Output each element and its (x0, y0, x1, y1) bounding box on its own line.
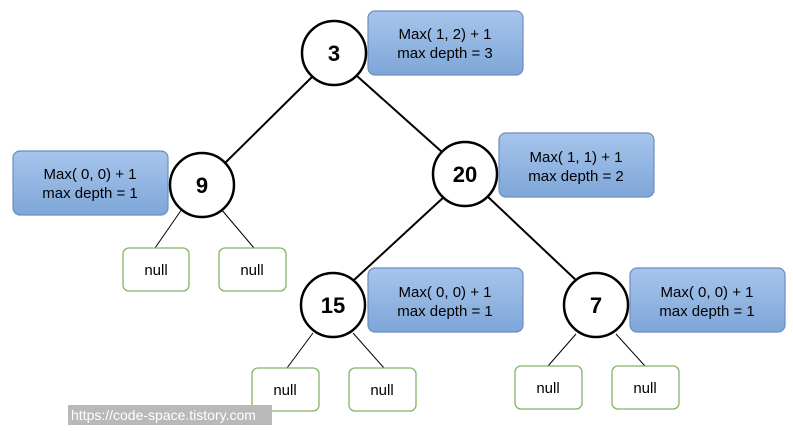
note-box (12, 150, 169, 216)
depth-note-node-7: Max( 0, 0) + 1 max depth = 1 (629, 267, 786, 333)
note-depth: max depth = 1 (659, 303, 754, 320)
edge-15-null-right (352, 332, 385, 369)
node-circle (300, 19, 368, 87)
edge-20-7 (486, 195, 579, 283)
note-depth: max depth = 1 (397, 303, 492, 320)
note-formula: Max( 0, 0) + 1 (44, 166, 137, 183)
watermark-background (68, 405, 272, 425)
null-edges (154, 208, 646, 369)
null-label: null (144, 262, 167, 279)
edge-3-9 (223, 75, 314, 165)
node-value: 3 (328, 41, 340, 66)
node-value: 9 (196, 173, 208, 198)
null-label: null (273, 382, 296, 399)
null-box-9-right (218, 247, 287, 292)
null-leaf: null (611, 365, 680, 410)
node-value: 7 (590, 293, 602, 318)
null-box-15-left (251, 367, 320, 412)
tree-node: 3 (300, 19, 368, 87)
note-box (367, 10, 524, 76)
null-leaf: null (122, 247, 190, 292)
null-leaf: null (218, 247, 287, 292)
note-formula: Max( 0, 0) + 1 (661, 284, 754, 301)
note-box (498, 132, 655, 198)
null-leaf: null (348, 367, 417, 412)
note-box (629, 267, 786, 333)
node-value: 20 (453, 162, 477, 187)
edge-9-null-right (220, 208, 255, 249)
edge-9-null-left (154, 208, 183, 249)
depth-note-node-20: Max( 1, 1) + 1 max depth = 2 (498, 132, 655, 198)
tree-edges (223, 75, 579, 283)
null-box-7-right (611, 365, 680, 410)
depth-note-node-3: Max( 1, 2) + 1 max depth = 3 (367, 10, 524, 76)
node-circle (562, 271, 630, 339)
note-depth: max depth = 3 (397, 45, 492, 62)
watermark: https://code-space.tistory.com (68, 405, 272, 425)
edge-7-null-right (615, 333, 646, 367)
null-label: null (370, 382, 393, 399)
node-circle (299, 271, 367, 339)
null-box-15-right (348, 367, 417, 412)
edge-20-15 (353, 195, 446, 281)
null-label: null (633, 380, 656, 397)
edge-7-null-left (547, 333, 577, 367)
null-box-9-left (122, 247, 190, 292)
tree-node: 9 (168, 151, 236, 219)
note-box (367, 267, 524, 333)
node-value: 15 (321, 293, 345, 318)
note-formula: Max( 1, 1) + 1 (530, 149, 623, 166)
edge-15-null-left (286, 332, 314, 369)
tree-node: 7 (562, 271, 630, 339)
watermark-text: https://code-space.tistory.com (71, 407, 256, 423)
null-label: null (240, 262, 263, 279)
tree-node: 20 (431, 140, 499, 208)
node-circle (168, 151, 236, 219)
note-depth: max depth = 1 (42, 185, 137, 202)
note-depth: max depth = 2 (528, 168, 623, 185)
note-formula: Max( 1, 2) + 1 (399, 26, 492, 43)
node-circle (431, 140, 499, 208)
depth-note-node-15: Max( 0, 0) + 1 max depth = 1 (367, 267, 524, 333)
edge-3-20 (356, 75, 443, 153)
null-label: null (536, 380, 559, 397)
null-leaf: null (514, 365, 583, 410)
null-box-7-left (514, 365, 583, 410)
tree-node: 15 (299, 271, 367, 339)
null-leaf: null (251, 367, 320, 412)
note-formula: Max( 0, 0) + 1 (399, 284, 492, 301)
depth-note-node-9: Max( 0, 0) + 1 max depth = 1 (12, 150, 169, 216)
